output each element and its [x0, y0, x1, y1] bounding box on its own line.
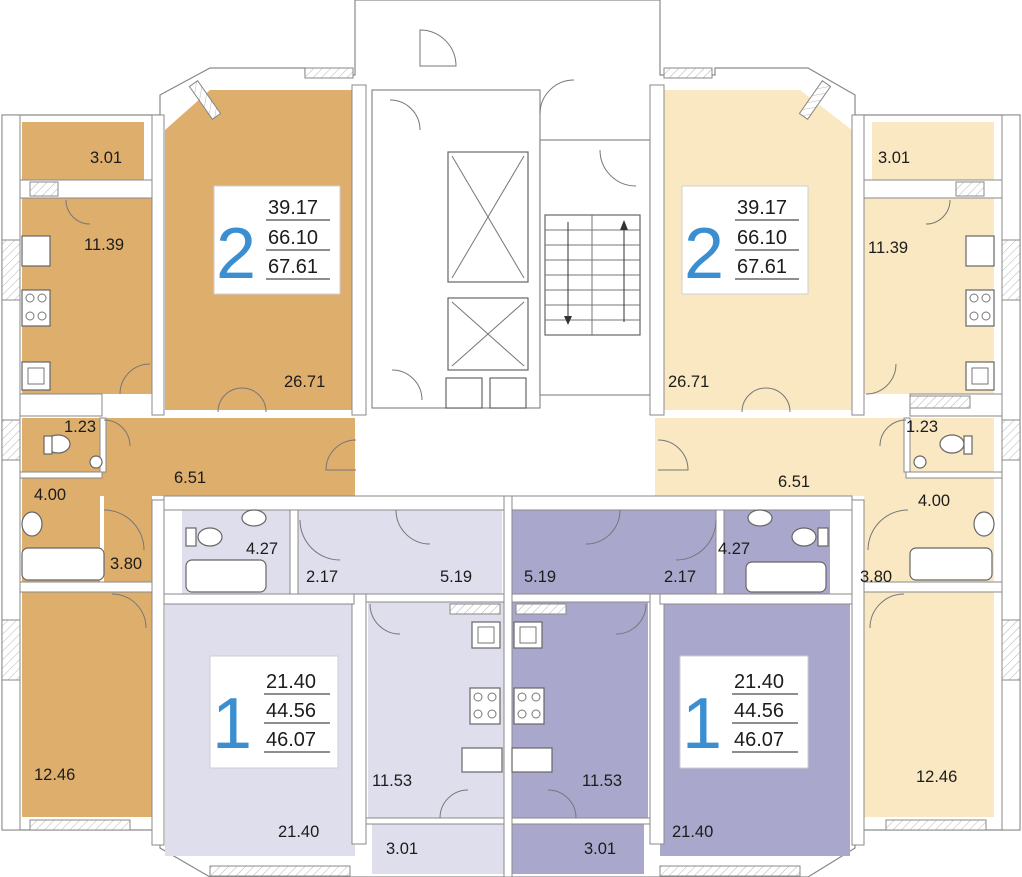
room-area-label: 21.40	[672, 823, 713, 841]
room-area-label: 4.27	[718, 540, 750, 558]
badge-right-2room-area-2: 66.10	[737, 227, 787, 249]
badge-right-2room-area-1: 39.17	[737, 197, 787, 219]
badge-left-1room-area-3: 46.07	[266, 729, 316, 751]
badge-right-1room-number: 1	[682, 684, 722, 764]
zone-left-2room-balcony	[22, 122, 144, 180]
room-area-label: 1.23	[906, 418, 938, 436]
badge-right-2room: 2 39.17 66.10 67.61	[681, 185, 809, 295]
badge-left-2room: 2 39.17 66.10 67.61	[213, 185, 341, 295]
toilet-icon	[21, 434, 995, 547]
bathtub-icon	[21, 547, 993, 593]
badge-right-2room-area-3: 67.61	[737, 256, 787, 278]
room-area-label: 26.71	[668, 373, 709, 391]
room-area-label: 6.51	[778, 473, 810, 491]
badge-right-2room-number: 2	[684, 214, 724, 294]
badge-left-1room-area-2: 44.56	[266, 700, 316, 722]
room-area-label: 5.19	[524, 568, 556, 586]
room-area-label: 4.27	[246, 540, 278, 558]
room-area-label: 3.01	[386, 840, 418, 858]
room-area-label: 5.19	[440, 568, 472, 586]
badge-left-1room-area-1: 21.40	[266, 671, 316, 693]
stove-icon	[21, 289, 995, 725]
badge-right-1room: 1 21.40 44.56 46.07	[679, 655, 809, 769]
zone-left-1room-hall	[292, 510, 502, 602]
room-area-label: 4.00	[34, 486, 66, 504]
badge-right-1room-area-1: 21.40	[734, 671, 784, 693]
room-area-label: 1.23	[64, 418, 96, 436]
room-area-label: 12.46	[916, 768, 957, 786]
zone-right-2room-corridor	[864, 496, 906, 596]
room-area-label: 4.00	[918, 492, 950, 510]
room-area-label: 3.80	[110, 555, 142, 573]
door-swing-icon	[65, 29, 951, 819]
room-area-label: 3.01	[90, 149, 122, 167]
room-area-label: 11.53	[372, 772, 412, 790]
room-area-label: 12.46	[34, 766, 75, 784]
zone-right-2room-hall	[655, 418, 917, 496]
badge-left-2room-number: 2	[216, 214, 256, 294]
badge-left-2room-area-2: 66.10	[268, 227, 318, 249]
staircase-icon	[544, 214, 641, 336]
room-labels-right-1room: 4.27 2.17 5.19 11.53 21.40 3.01	[524, 540, 750, 858]
room-area-label: 11.39	[84, 236, 124, 254]
badge-right-1room-area-3: 46.07	[734, 729, 784, 751]
windows	[1, 67, 1021, 877]
room-area-label: 3.80	[860, 568, 892, 586]
room-area-label: 3.01	[584, 840, 616, 858]
room-area-label: 3.01	[878, 149, 910, 167]
room-area-label: 11.39	[868, 239, 908, 257]
zone-right-2room-bedroom	[864, 592, 994, 817]
room-area-label: 2.17	[306, 568, 338, 586]
badge-left-1room: 1 21.40 44.56 46.07	[209, 655, 339, 769]
zone-left-1room-loggia	[372, 822, 504, 874]
room-area-label: 26.71	[284, 373, 325, 391]
room-area-label: 6.51	[174, 469, 206, 487]
room-labels-left-2room: 3.01 11.39 26.71 1.23 6.51 4.00 3.80 12.…	[34, 149, 325, 784]
zone-left-2room-hall	[100, 418, 355, 496]
room-area-label: 11.53	[582, 772, 622, 790]
badge-left-2room-area-3: 67.61	[268, 256, 318, 278]
elevator-icon	[445, 151, 529, 409]
room-area-label: 2.17	[664, 568, 696, 586]
zone-right-2room-balcony	[872, 122, 994, 180]
badge-right-1room-area-2: 44.56	[734, 700, 784, 722]
zone-right-1room-loggia	[512, 822, 644, 874]
room-area-label: 21.40	[278, 823, 319, 841]
zone-left-2room-bedroom	[22, 592, 152, 817]
badge-left-2room-area-1: 39.17	[268, 197, 318, 219]
sink-icon	[21, 235, 995, 773]
room-labels-left-1room: 4.27 2.17 5.19 11.53 21.40 3.01	[246, 540, 472, 858]
badge-left-1room-number: 1	[212, 684, 252, 764]
room-labels-right-2room: 3.01 11.39 26.71 1.23 6.51 4.00 3.80 12.…	[668, 149, 957, 786]
